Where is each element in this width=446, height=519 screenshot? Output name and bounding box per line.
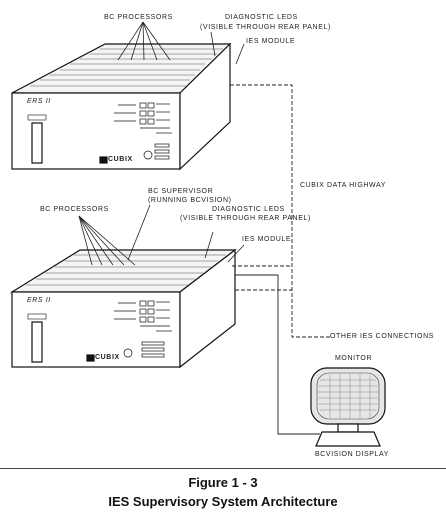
top-diagnostic-leds-label: Diagnostic LEDs [225,14,298,21]
top-chassis-drive-slot [31,122,43,164]
top-ies-module-label: IES Module [246,38,296,45]
caption-divider [0,468,446,469]
top-chassis-model-label: ERS II [27,98,51,105]
bottom-chassis-status-panel [114,300,172,358]
figure-title: IES Supervisory System Architecture [108,494,338,509]
monitor-neck [337,423,359,433]
bottom-ies-module-label: IES Module [242,236,292,243]
bottom-diagnostic-leds-label: Diagnostic LEDs [212,206,285,213]
bottom-diagnostic-leds-sub-label: (Visible through Rear Panel) [180,215,311,222]
bc-supervisor-label: BC Supervisor [148,188,214,195]
monitor-label: Monitor [335,355,373,362]
monitor [310,367,386,447]
top-diagnostic-leds-sub-label: (Visible through Rear Panel) [200,24,331,31]
top-bc-processors-label: BC Processors [104,14,173,21]
bottom-chassis-brand-label: CUBIX [95,354,120,361]
top-chassis-status-panel [114,102,172,160]
top-chassis-side-face [179,42,231,171]
top-callout-lines [117,21,245,65]
bottom-chassis-side-face [179,248,236,369]
top-chassis-brand-label: CUBIX [108,156,133,163]
other-ies-connections-label: Other IES Connections [330,333,434,340]
bottom-bc-processors-label: BC Processors [40,206,109,213]
bottom-chassis [9,248,237,369]
bc-supervisor-sub-label: (Running BCVision) [148,197,232,204]
bottom-callout-lines [78,204,245,266]
figure-number: Figure 1 - 3 [188,475,258,490]
bcvision-display-label: BCVision Display [315,451,390,458]
bottom-chassis-drive-slot [31,321,43,363]
cubix-data-highway-lines [230,84,330,338]
monitor-screen [310,367,386,425]
monitor-cable [235,274,320,435]
cubix-data-highway-label: Cubix Data Highway [300,182,386,189]
monitor-base [315,431,381,447]
bottom-chassis-model-label: ERS II [27,297,51,304]
top-chassis [11,42,232,171]
